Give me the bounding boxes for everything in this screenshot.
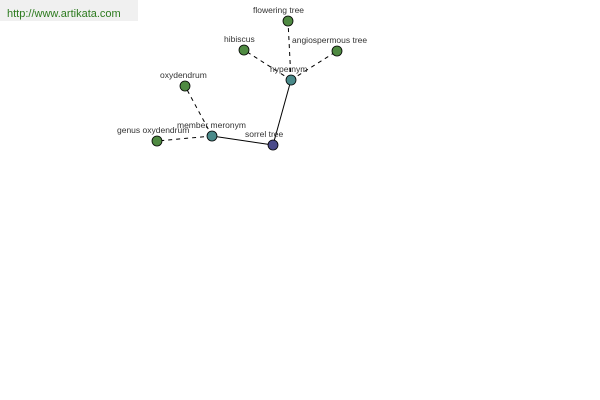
- nodes-layer: flowering tree hibiscus angiospermous tree…: [117, 5, 367, 151]
- node-genus-oxydendrum[interactable]: genus oxydendrum: [117, 125, 189, 147]
- node-label-sorrel-tree: sorrel tree: [245, 129, 284, 139]
- node-label-hibiscus: hibiscus: [224, 34, 255, 44]
- node-label-hypernym: hypernym: [270, 64, 307, 74]
- node-circle-oxydendrum[interactable]: [179, 80, 191, 92]
- node-circle-sorrel-tree[interactable]: [267, 139, 279, 151]
- node-circle-angiospermous-tree[interactable]: [331, 45, 343, 57]
- edges-layer: [156, 20, 338, 146]
- node-circle-member-meronym[interactable]: [206, 130, 218, 142]
- node-oxydendrum[interactable]: oxydendrum: [160, 70, 207, 92]
- node-flowering-tree[interactable]: flowering tree: [253, 5, 304, 27]
- node-circle-genus-oxydendrum[interactable]: [151, 135, 163, 147]
- node-label-member-meronym: member meronym: [177, 120, 246, 130]
- node-angiospermous-tree[interactable]: angiospermous tree: [292, 35, 367, 57]
- node-label-genus-oxydendrum: genus oxydendrum: [117, 125, 189, 135]
- node-circle-hibiscus[interactable]: [238, 44, 250, 56]
- node-label-oxydendrum: oxydendrum: [160, 70, 207, 80]
- node-hibiscus[interactable]: hibiscus: [224, 34, 255, 56]
- edge-hypernym-hibiscus: [243, 49, 292, 81]
- source-url-bar: http://www.artikata.com: [0, 0, 138, 21]
- node-circle-hypernym[interactable]: [285, 74, 297, 86]
- node-label-angiospermous-tree: angiospermous tree: [292, 35, 367, 45]
- edge-hypernym-flowering-tree: [287, 20, 292, 81]
- edge-member-meronym-oxydendrum: [184, 85, 213, 137]
- edge-member-meronym-genus-oxydendrum: [156, 135, 213, 142]
- source-url-link[interactable]: http://www.artikata.com: [7, 8, 121, 20]
- node-member-meronym[interactable]: member meronym: [177, 120, 246, 142]
- edge-hypernym-angiospermous-tree: [290, 50, 338, 81]
- node-sorrel-tree[interactable]: sorrel tree: [245, 129, 284, 151]
- edge-sorrel-tree-hypernym: [272, 79, 292, 146]
- node-label-flowering-tree: flowering tree: [253, 5, 304, 15]
- node-hypernym[interactable]: hypernym: [270, 64, 307, 86]
- edge-sorrel-tree-member-meronym: [211, 135, 274, 146]
- node-circle-flowering-tree[interactable]: [282, 15, 294, 27]
